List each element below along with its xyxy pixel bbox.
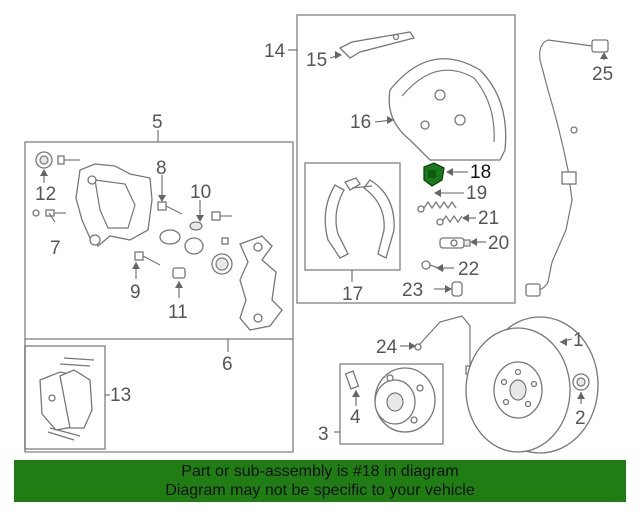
brake-hose-24[interactable] xyxy=(414,315,475,375)
callout-25: 25 xyxy=(592,64,613,85)
banner-line-1: Part or sub-assembly is #18 in diagram xyxy=(181,463,459,480)
bolt-10b[interactable] xyxy=(211,211,232,221)
callout-1: 1 xyxy=(573,330,584,351)
parking-brake-group-box xyxy=(296,14,516,304)
hub-bearing-3[interactable] xyxy=(374,367,436,433)
small-bolt[interactable] xyxy=(221,237,229,245)
wheel-speed-sensor-25[interactable] xyxy=(525,39,609,297)
bushing-11[interactable] xyxy=(172,267,186,279)
callout-23: 23 xyxy=(402,280,423,301)
hub-group-box xyxy=(339,363,444,445)
bracket-15[interactable] xyxy=(338,31,416,59)
caliper-body[interactable] xyxy=(75,163,153,247)
piston[interactable] xyxy=(211,253,233,275)
callout-20: 20 xyxy=(488,233,509,254)
callout-15: 15 xyxy=(306,50,327,71)
spring-21[interactable] xyxy=(436,214,463,226)
callout-10: 10 xyxy=(190,182,211,203)
callout-2: 2 xyxy=(575,408,586,429)
callout-9: 9 xyxy=(130,282,141,303)
parts-diagram: 1 2 3 4 5 6 7 8 9 10 11 12 13 14 15 16 1… xyxy=(24,14,613,454)
adjuster-20[interactable] xyxy=(439,237,471,249)
bleeder-part-7[interactable] xyxy=(32,209,66,217)
rotor-1[interactable] xyxy=(465,316,599,454)
caliper-part-12[interactable] xyxy=(35,151,53,169)
callout-8: 8 xyxy=(156,158,167,179)
callout-7: 7 xyxy=(50,238,61,259)
callout-24: 24 xyxy=(376,337,398,358)
callout-19: 19 xyxy=(466,183,487,204)
guide-pin-8[interactable] xyxy=(157,201,183,215)
info-banner: Part or sub-assembly is #18 in diagram D… xyxy=(14,460,626,502)
leader-lines xyxy=(40,49,608,433)
piston-boot-10[interactable] xyxy=(184,221,204,255)
brake-pads[interactable] xyxy=(39,357,95,441)
cap-2[interactable] xyxy=(572,373,590,391)
callout-labels: 1 2 3 4 5 6 7 8 9 10 11 12 13 14 15 16 1… xyxy=(35,41,613,445)
banner-line-2: Diagram may not be specific to your vehi… xyxy=(165,482,475,499)
callout-13: 13 xyxy=(110,385,131,406)
guide-pin-9[interactable] xyxy=(134,251,161,266)
callout-6: 6 xyxy=(222,354,233,375)
caliper-group-box xyxy=(24,141,294,340)
callout-14: 14 xyxy=(264,41,286,62)
backing-plate-16[interactable] xyxy=(388,58,507,161)
brake-shoes-17[interactable] xyxy=(324,177,395,259)
callout-11: 11 xyxy=(168,302,188,323)
callout-22: 22 xyxy=(458,259,479,280)
spring-19[interactable] xyxy=(417,200,457,213)
wheel-stud-4[interactable] xyxy=(344,370,360,390)
caliper-carrier[interactable] xyxy=(239,235,283,331)
caliper-bolt-top[interactable] xyxy=(57,155,80,165)
cup-23[interactable] xyxy=(451,281,463,297)
callout-21: 21 xyxy=(478,208,499,229)
callout-3: 3 xyxy=(318,424,329,445)
callout-12: 12 xyxy=(35,184,56,205)
part-18-highlighted[interactable] xyxy=(423,162,445,187)
seal-ring[interactable] xyxy=(159,229,181,245)
callout-5: 5 xyxy=(152,112,163,133)
callout-18: 18 xyxy=(470,162,491,183)
callout-16: 16 xyxy=(350,112,371,133)
callout-4: 4 xyxy=(350,407,361,428)
callout-17: 17 xyxy=(342,284,363,305)
